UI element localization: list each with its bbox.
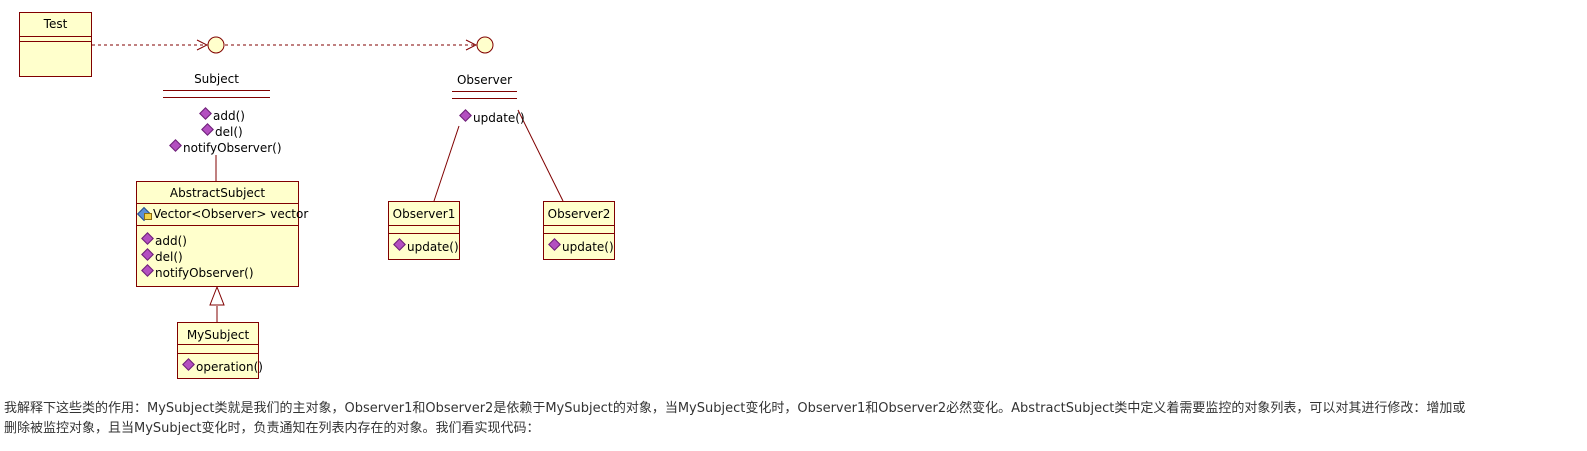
subject-op-notify: notifyObserver() — [169, 139, 282, 156]
attribute-icon — [136, 206, 152, 222]
class-observer2-name: Observer2 — [547, 207, 611, 221]
operation-icon — [201, 123, 214, 136]
class-observer1: Observer1 update() — [388, 201, 460, 260]
interface-subject-name: Subject — [194, 72, 239, 86]
interface-subject-line-1 — [163, 90, 270, 91]
operation-icon — [182, 358, 195, 371]
abstract-subject-attribute: Vector<Observer> vector — [136, 206, 308, 222]
explanation-line-1: 我解释下这些类的作用：MySubject类就是我们的主对象，Observer1和… — [4, 401, 1466, 416]
operation-icon — [393, 238, 406, 251]
observer-op-update: update() — [459, 109, 525, 126]
operation-icon — [169, 139, 182, 152]
class-my-subject: MySubject operation() — [177, 322, 263, 379]
class-test: Test — [19, 12, 92, 77]
observer1-op-update: update() — [389, 238, 459, 255]
class-observer1-name: Observer1 — [392, 207, 456, 221]
inheritance-triangle — [209, 285, 225, 306]
interface-subject-line-2 — [163, 97, 270, 98]
subject-interface-circle — [207, 36, 225, 54]
observer1-realization-line — [433, 125, 460, 202]
operation-icon — [141, 232, 154, 245]
operation-icon — [141, 264, 154, 277]
abstract-subject-op-notify: notifyObserver() — [137, 264, 298, 281]
interface-observer-line-2 — [452, 98, 517, 99]
class-test-name: Test — [43, 17, 68, 31]
class-abstract-subject-name: AbstractSubject — [169, 186, 266, 200]
subject-op-add: add() — [199, 107, 245, 124]
operation-icon — [548, 238, 561, 251]
operation-icon — [141, 248, 154, 261]
interface-observer-line-1 — [452, 91, 517, 92]
operation-icon — [459, 109, 472, 122]
class-observer2: Observer2 update() — [543, 201, 615, 260]
explanation-line-2: 删除被监控对象，且当MySubject变化时，负责通知在列表内存在的对象。我们看… — [4, 421, 540, 436]
explanation-paragraph: 我解释下这些类的作用：MySubject类就是我们的主对象，Observer1和… — [4, 399, 1579, 439]
interface-observer-name: Observer — [456, 73, 513, 87]
observer2-op-update: update() — [544, 238, 614, 255]
my-subject-op-operation: operation() — [178, 358, 263, 375]
observer-interface-circle — [476, 36, 494, 54]
abstract-subject-op-add: add() — [137, 232, 298, 249]
class-abstract-subject: AbstractSubject Vector<Observer> vector … — [136, 181, 308, 287]
observer2-realization-line — [517, 109, 564, 202]
abstract-subject-op-del: del() — [137, 248, 298, 265]
class-my-subject-name: MySubject — [186, 328, 250, 342]
operation-icon — [199, 107, 212, 120]
subject-op-del: del() — [201, 123, 243, 140]
